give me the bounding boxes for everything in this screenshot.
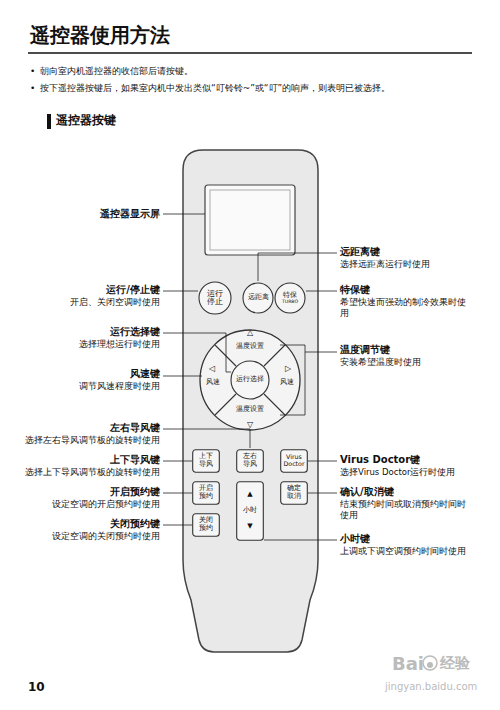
callout-text: 选择理想运行时使用 <box>20 339 160 350</box>
round-button: 运行选择 <box>230 360 270 400</box>
callout-text: ▷ <box>282 364 294 374</box>
callout-name: Virus Doctor键 <box>340 453 490 466</box>
button-text: 上下 导风 <box>198 453 214 468</box>
callout-name: 确认/取消键 <box>340 485 490 498</box>
pad-segment: 温度设置 <box>226 403 274 417</box>
key-button: Virus Doctor <box>280 449 308 473</box>
callout-text: 结束预约时间或取消预约时间时使用 <box>340 499 468 521</box>
callout-text: 选择左右导风调节板的旋转时使用 <box>20 435 160 446</box>
callout-text: 设定空调的开启预约时使用 <box>20 499 160 510</box>
button-text: Virus Doctor <box>281 454 307 468</box>
callout-name: 遥控器显示屏 <box>20 207 160 220</box>
callout-text: 选择远距离运行时使用 <box>340 259 490 270</box>
callout-text: 开启、关闭空调时使用 <box>20 297 160 308</box>
key-button: 开启 预约 <box>192 481 220 505</box>
callout-text: 调节风速程度时使用 <box>20 381 160 392</box>
button-text: 左右 导风 <box>242 453 258 468</box>
page-title: 遥控器使用方法 <box>30 22 170 48</box>
key-button: 左右 导风 <box>236 449 264 473</box>
round-button: 特保TURBO <box>274 282 306 314</box>
callout-name: 经验 <box>440 654 480 674</box>
button-text: 温度设置 <box>236 343 264 351</box>
callout-name: 遥控器按键 <box>56 113 206 129</box>
button-text: 确定 取消 <box>286 485 302 500</box>
key-button: 确定 取消 <box>280 481 308 505</box>
callout-name: 运行选择键 <box>20 325 160 338</box>
callout-name: 10 <box>28 680 58 696</box>
button-text: 风速 <box>280 379 294 387</box>
button-text: 风速 <box>206 379 220 387</box>
callout-name: 开启预约键 <box>20 485 160 498</box>
key-button: ▲ 小时 ▼ <box>236 481 264 541</box>
callout-text: 安装希望温度时使用 <box>340 357 490 368</box>
callout-name: 左右导风键 <box>20 421 160 434</box>
callout-text: 选择上下导风调节板的旋转时使用 <box>20 467 160 478</box>
pad-segment: 风速 <box>201 377 225 389</box>
callout-name: 上下导风键 <box>20 453 160 466</box>
round-button: 远距离 <box>242 282 274 314</box>
callout-text: • <box>30 66 40 78</box>
callout-text: △ <box>244 328 256 338</box>
button-text: 小时 <box>243 507 257 515</box>
callout-text: 按下遥控器按键后，如果室内机中发出类似“叮铃铃~”或“叮”的响声，则表明已被选择… <box>40 83 485 95</box>
callout-text: • <box>30 83 40 95</box>
button-text: TURBO <box>282 299 298 304</box>
callout-name: 特保键 <box>340 283 490 296</box>
callout-name: 运行/停止键 <box>20 283 160 296</box>
callout-text: 选择Virus Doctor运行时使用 <box>340 467 490 478</box>
callout-name: 远距离键 <box>340 245 490 258</box>
pad-segment: 温度设置 <box>226 340 274 354</box>
callout-text: jingyan.baidu.com <box>385 680 495 693</box>
button-text: ▼ <box>247 523 252 531</box>
button-text: ▲ <box>247 491 252 499</box>
callout-text: 朝向室内机遥控器的收信部后请按键。 <box>40 66 480 78</box>
callout-text: 希望快速而强劲的制冷效果时使用 <box>340 297 468 319</box>
callout-name: 温度调节键 <box>340 343 490 356</box>
button-text: 关闭 预约 <box>198 517 214 532</box>
button-text: 远距离 <box>248 294 269 302</box>
callout-text: 上调或下调空调预约时间时使用 <box>340 546 490 557</box>
callout-name: 风速键 <box>20 367 160 380</box>
round-button: 运行 停止 <box>198 281 232 315</box>
callout-name: 关闭预约键 <box>20 517 160 530</box>
key-button: 关闭 预约 <box>192 513 220 537</box>
callout-name: 小时键 <box>340 532 490 545</box>
callout-text: ◁ <box>206 364 218 374</box>
callout-name: Bai <box>392 652 432 675</box>
key-button: 上下 导风 <box>192 449 220 473</box>
button-text: 运行选择 <box>236 376 264 384</box>
callout-text: ▽ <box>244 420 256 430</box>
button-text: 特保 <box>283 292 297 300</box>
pad-segment: 风速 <box>275 377 299 389</box>
button-text: 温度设置 <box>236 406 264 414</box>
button-text: 运行 停止 <box>206 290 223 307</box>
callout-text: 设定空调的关闭预约时使用 <box>20 531 160 542</box>
button-text: 开启 预约 <box>198 485 214 500</box>
